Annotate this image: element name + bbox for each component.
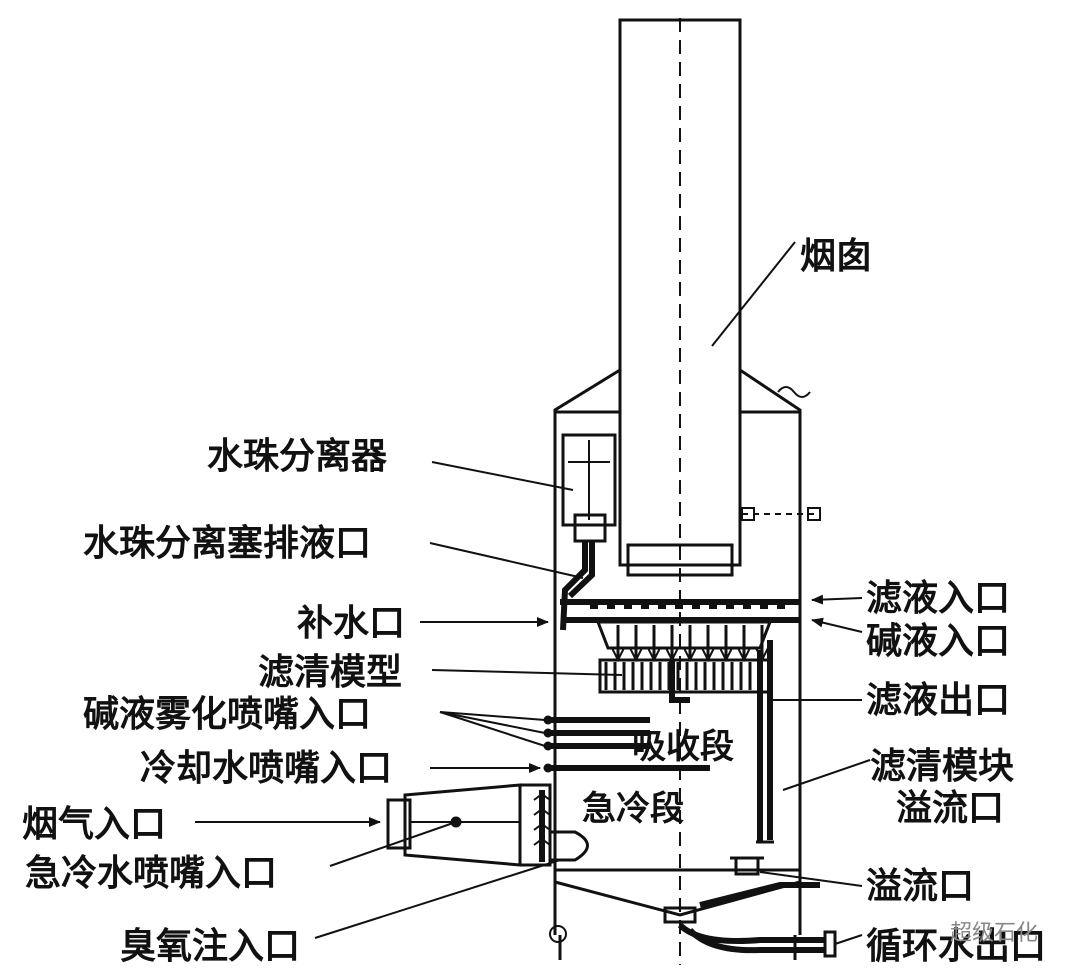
label-chimney: 烟囱 <box>800 235 872 277</box>
label-absorption-section: 吸收段 <box>632 727 734 767</box>
label-circulation-outlet: 循环水出口 <box>866 925 1046 967</box>
watermark: 超级石化 <box>950 921 1038 946</box>
label-overflow: 溢流口 <box>866 865 974 907</box>
label-makeup-water: 补水口 <box>297 602 405 644</box>
label-filter-overflow-2: 溢流口 <box>896 787 1004 829</box>
leader-lines <box>195 241 871 945</box>
label-separator-drain: 水珠分离塞排液口 <box>83 522 371 564</box>
flue-gas-inlet-duct <box>386 783 589 867</box>
chimney <box>618 18 742 965</box>
label-droplet-separator: 水珠分离器 <box>207 435 388 477</box>
filter-module <box>560 599 800 844</box>
label-filter-overflow-1: 滤清模块 <box>870 745 1014 787</box>
label-quench-nozzle-inlet: 急冷水喷嘴入口 <box>25 852 277 894</box>
label-filtrate-outlet: 滤液出口 <box>866 679 1010 721</box>
label-filtrate-inlet: 滤液入口 <box>866 577 1010 619</box>
label-alkali-inlet: 碱液入口 <box>866 620 1010 662</box>
label-alkali-nozzle-inlet: 碱液雾化喷嘴入口 <box>83 693 371 735</box>
droplet-separator <box>560 433 617 631</box>
bottom-fittings <box>677 856 837 958</box>
label-ozone-inlet: 臭氧注入口 <box>120 925 300 967</box>
absorption-spray-lines <box>543 715 710 773</box>
label-cooling-nozzle-inlet: 冷却水喷嘴入口 <box>140 747 392 789</box>
tower-body <box>549 368 821 960</box>
label-quench-section: 急冷段 <box>582 789 684 829</box>
label-filter-model: 滤清模型 <box>258 651 402 693</box>
label-flue-gas-inlet: 烟气入口 <box>22 803 166 845</box>
